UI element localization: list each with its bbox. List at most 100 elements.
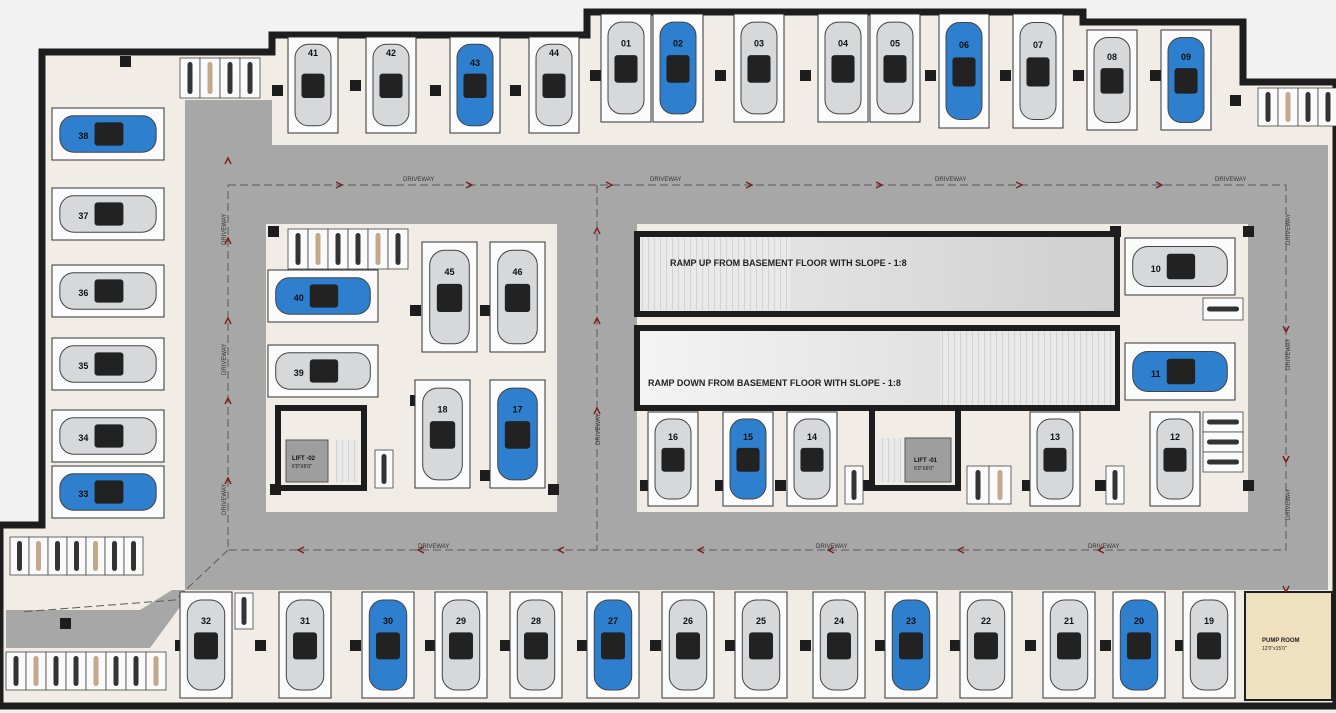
car-roof (449, 632, 473, 660)
flow-arrow (826, 546, 835, 554)
parking-slot-09: 09 (1160, 29, 1212, 131)
column (430, 85, 441, 96)
flow-arrow (224, 396, 232, 405)
flow-arrow (416, 546, 425, 554)
slot-number: 28 (531, 616, 541, 626)
slot-number: 14 (807, 432, 817, 442)
motorbike (335, 233, 341, 265)
motorbike (997, 470, 1003, 500)
bike-bay (966, 465, 1012, 505)
svg-text:DRIVEWAY: DRIVEWAY (935, 177, 966, 183)
parking-slot-31: 31 (278, 591, 332, 699)
slot-number: 43 (470, 58, 480, 68)
ramp-down (634, 325, 1120, 411)
parking-slot-03: 03 (733, 13, 785, 123)
motorbike (53, 656, 59, 686)
slot-number: 35 (78, 361, 88, 371)
parking-slot-05: 05 (869, 13, 921, 123)
parking-slot-07: 07 (1012, 13, 1064, 129)
slot-number: 06 (959, 40, 969, 50)
bike-bay (234, 592, 254, 630)
motorbike (355, 233, 361, 265)
motorbike (1285, 92, 1291, 122)
parking-slot-14: 14 (786, 411, 838, 507)
car-roof (831, 55, 855, 83)
column (800, 640, 811, 651)
car-roof (524, 632, 548, 660)
column (640, 480, 651, 491)
parking-slot-30: 30 (361, 591, 415, 699)
ramp-up (634, 231, 1120, 317)
parking-slot-37: 37 (51, 187, 165, 241)
motorbike (1207, 306, 1239, 312)
parking-slot-32: 32 (179, 591, 233, 699)
car-roof (827, 632, 851, 660)
bike-bay (1257, 87, 1336, 127)
parking-slot-42: 42 (365, 36, 417, 134)
slot-number: 15 (743, 432, 753, 442)
car-roof (309, 359, 339, 383)
driveway-labels: DRIVEWAY DRIVEWAY DRIVEWAY DRIVEWAY DRIV… (222, 177, 1292, 550)
motorbike (74, 541, 79, 571)
car-roof (94, 122, 124, 146)
flow-arrow (224, 316, 232, 325)
pump-room-size: 12'0"x15'0" (1262, 646, 1287, 652)
car-roof (194, 632, 218, 660)
car-roof (661, 447, 685, 472)
parking-slot-39: 39 (267, 344, 379, 398)
car-roof (293, 632, 317, 660)
column (590, 70, 601, 81)
slot-number: 09 (1181, 52, 1191, 62)
slot-number: 45 (444, 267, 454, 277)
parking-slot-04: 04 (817, 13, 869, 123)
flow-arrow (593, 316, 601, 325)
parking-slot-34: 34 (51, 409, 165, 463)
parking-slot-45: 45 (421, 241, 478, 353)
parking-slot-19: 19 (1182, 591, 1236, 699)
motorbike (315, 233, 321, 265)
parking-slot-22: 22 (959, 591, 1013, 699)
lift-02-core (275, 405, 367, 491)
slot-number: 30 (383, 616, 393, 626)
ramp-down-label: RAMP DOWN FROM BASEMENT FLOOR WITH SLOPE… (648, 378, 901, 388)
car-roof (747, 55, 771, 83)
slot-number: 11 (1151, 369, 1161, 379)
car-roof (376, 632, 400, 660)
flow-arrow (605, 181, 614, 189)
column (875, 640, 886, 651)
car-roof (883, 55, 907, 83)
slot-number: 21 (1064, 616, 1074, 626)
svg-text:DRIVEWAY: DRIVEWAY (1286, 214, 1292, 245)
slot-number: 07 (1033, 40, 1043, 50)
car-roof (736, 447, 760, 472)
car-roof (542, 73, 566, 99)
parking-slot-41: 41 (287, 36, 339, 134)
column (1025, 640, 1036, 651)
slot-number: 03 (754, 38, 764, 48)
slot-number: 34 (78, 433, 88, 443)
parking-slot-27: 27 (586, 591, 640, 699)
lift-01-size: 6'0"X6'0" (914, 466, 934, 472)
motorbike (93, 656, 99, 686)
bike-bay (1202, 297, 1244, 321)
slot-number: 26 (683, 616, 693, 626)
flow-arrow (696, 546, 705, 554)
motorbike (17, 541, 22, 571)
motorbike (36, 541, 41, 571)
motorbike (55, 541, 60, 571)
motorbike (1207, 439, 1239, 445)
parking-slot-01: 01 (600, 13, 652, 123)
motorbike (33, 656, 39, 686)
slot-number: 22 (981, 616, 991, 626)
lift-01-label: LIFT -01 (914, 458, 938, 464)
slot-number: 16 (668, 432, 678, 442)
parking-slot-16: 16 (647, 411, 699, 507)
car-roof (952, 57, 976, 87)
flow-arrow (1282, 585, 1290, 594)
car-roof (94, 279, 124, 303)
motorbike (1265, 92, 1271, 122)
slot-number: 17 (512, 404, 522, 414)
parking-slot-46: 46 (489, 241, 546, 353)
slot-number: 33 (78, 489, 88, 499)
